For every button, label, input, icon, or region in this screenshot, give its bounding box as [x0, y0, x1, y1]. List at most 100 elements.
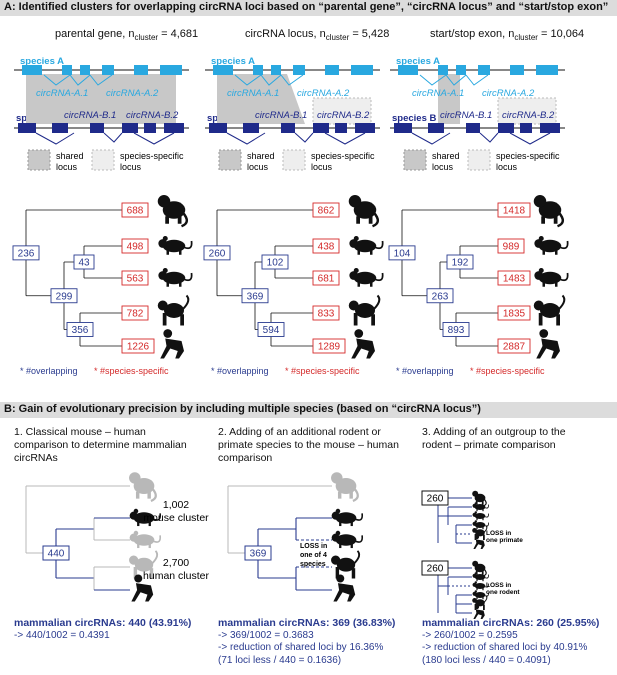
head-shape: [331, 555, 341, 565]
mammal-node-value: 369: [250, 549, 267, 560]
head-shape: [472, 521, 477, 526]
species-b-exon: [281, 123, 295, 133]
body-shape: [335, 512, 357, 524]
mouse-silhouette: [349, 236, 384, 255]
leg-shape: [177, 216, 182, 224]
species-b-exon: [122, 123, 138, 133]
body-shape: [131, 583, 154, 602]
species-b-exon: [313, 123, 329, 133]
leg-shape: [166, 281, 169, 287]
species-b-exon: [90, 123, 104, 133]
shared-locus-legend: shared: [247, 151, 275, 161]
leg-shape: [339, 521, 342, 527]
body-shape: [473, 609, 485, 619]
splice-arc: [509, 132, 551, 145]
circrna-b1-label: circRNA-B.1: [255, 110, 307, 121]
opossum-silhouette: [472, 490, 487, 507]
overlap-node-primates: 893: [448, 325, 465, 336]
leg-shape: [351, 568, 356, 579]
overlap-node-root-box: [12, 245, 40, 261]
species-a-exon: [510, 65, 524, 75]
overlap-node-primates-box: [442, 322, 470, 337]
mammal-node-box: [244, 545, 272, 561]
mammal-node-value: 440: [48, 549, 65, 560]
species-a-exon: [160, 65, 182, 75]
species-a-exon: [80, 65, 90, 75]
body-shape: [162, 271, 186, 285]
body-shape: [336, 557, 356, 572]
panel-a-title-bar: [0, 0, 617, 16]
outgroup-node-value: 260: [427, 564, 444, 575]
species-b-exon: [394, 123, 412, 133]
species-a-exon: [102, 65, 114, 75]
specific-count-box: [312, 238, 340, 254]
leg-shape: [179, 281, 182, 287]
ear-shape: [474, 572, 477, 575]
specific-count-box: [497, 238, 525, 254]
step-1-summary-line: -> 440/1002 = 0.4391: [14, 629, 110, 641]
tail-shape: [152, 513, 162, 521]
ear-shape: [162, 268, 168, 273]
leg-shape: [350, 521, 353, 527]
species-b-label: species B: [392, 113, 436, 124]
overlap-node-root-box: [388, 245, 416, 261]
macaque-silhouette: [348, 294, 381, 326]
leg-shape: [476, 596, 478, 600]
specific-count: 1835: [503, 309, 526, 320]
leg-shape: [542, 249, 545, 255]
overlap-node-rodents: 102: [267, 258, 284, 269]
circrna-a2-label: circRNA-A.2: [106, 88, 159, 99]
column-heading-parental-gene: parental gene, ncluster = 4,681: [55, 28, 199, 43]
shared-locus-swatch: [27, 149, 51, 171]
ear-shape: [133, 530, 139, 536]
ear-shape: [162, 236, 168, 241]
step-3-heading: 3. Adding of an outgroup to the rodent –…: [422, 426, 566, 451]
head-shape: [472, 560, 479, 567]
leg-shape: [180, 314, 184, 326]
step-3-summary-line: -> 260/1002 = 0.2595: [422, 629, 518, 641]
specific-count-box: [312, 338, 346, 354]
arm-shape: [353, 313, 358, 326]
loss-label: one rodent: [486, 589, 520, 596]
splice-arc: [43, 74, 71, 86]
specific-locus-legend: locus: [311, 162, 333, 172]
body-shape: [133, 512, 155, 524]
splice-arc: [35, 132, 75, 145]
head-shape: [331, 472, 343, 484]
ear-shape: [335, 530, 341, 536]
mouse-silhouette: [158, 236, 193, 255]
shared-locus-legend: shared: [432, 151, 460, 161]
specific-count: 438: [318, 242, 335, 253]
specific-locus-legend: species-specific: [120, 151, 184, 161]
human-cluster-count: 2,700: [163, 557, 189, 569]
head-shape: [472, 512, 477, 517]
splice-arc: [103, 132, 123, 143]
opossum-silhouette: [157, 195, 189, 228]
splice-arc: [260, 74, 282, 86]
leg-shape: [483, 604, 485, 610]
specific-count: 989: [503, 242, 520, 253]
step-2-summary-line: (71 loci less / 440 = 0.1636): [218, 654, 342, 666]
leg-shape: [356, 216, 360, 224]
ear-shape: [474, 502, 477, 505]
legend-species-specific: * #species-specific: [94, 366, 169, 376]
body-shape: [474, 574, 486, 580]
splice-arc: [234, 74, 262, 86]
specific-count: 563: [127, 274, 144, 285]
species-b-exon: [520, 123, 532, 133]
body-shape: [162, 239, 186, 253]
tail-shape: [484, 522, 489, 527]
tail-shape: [484, 504, 489, 509]
head-shape: [348, 195, 362, 208]
ear-shape: [538, 268, 544, 273]
species-b-exon: [540, 123, 560, 133]
circrna-a2-label: circRNA-A.2: [482, 88, 535, 99]
rat-silhouette: [534, 268, 569, 287]
step-1-summary: mammalian circRNAs: 440 (43.91%) -> 440/…: [14, 617, 214, 642]
overlap-node-rodents-box: [446, 254, 474, 270]
overlap-node-mammals: 299: [56, 291, 73, 302]
panel-b-title-bar: [0, 402, 617, 418]
head-shape: [472, 490, 479, 497]
body-shape: [474, 513, 486, 519]
legend-overlapping: * #overlapping: [211, 366, 269, 376]
